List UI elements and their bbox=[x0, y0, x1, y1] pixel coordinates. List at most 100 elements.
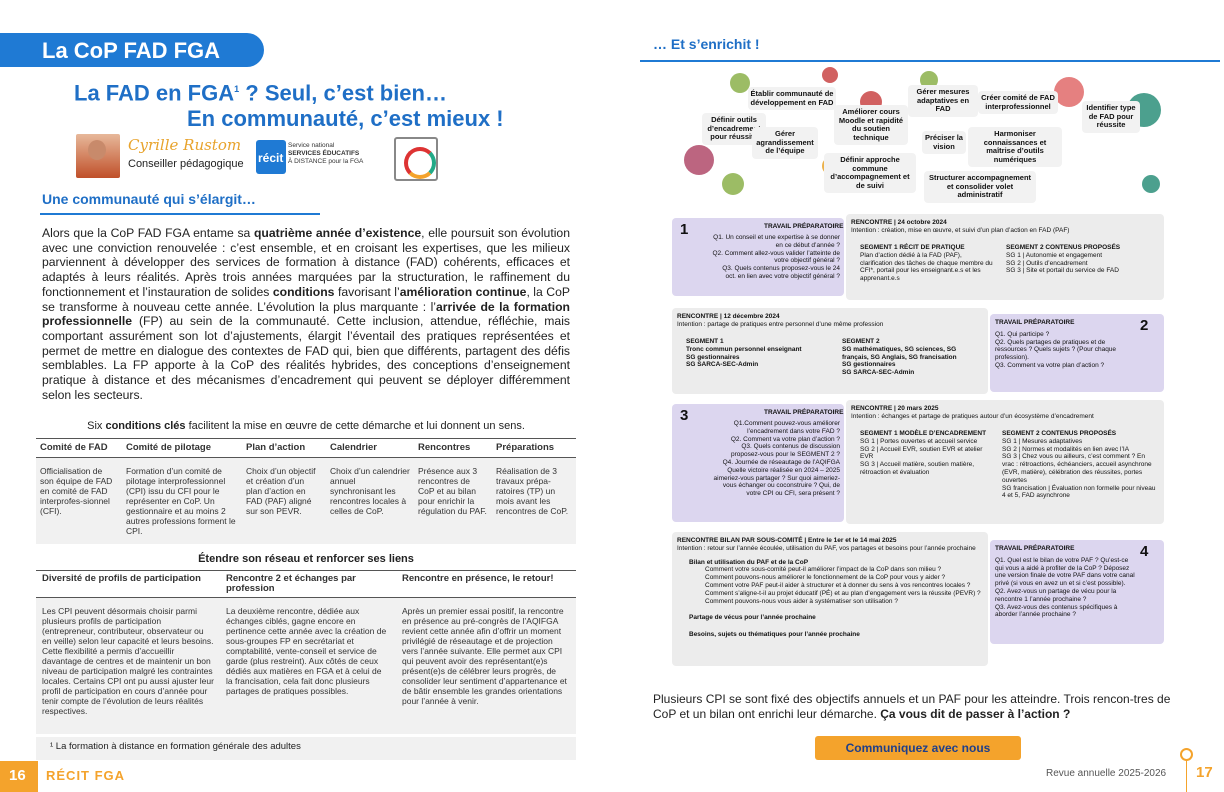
conditions-table: Comité de FAD Comité de pilotage Plan d’… bbox=[36, 438, 576, 544]
table-header: Rencontre 2 et échanges par profession bbox=[220, 570, 396, 598]
step-number: 1 bbox=[680, 221, 689, 238]
segment-title: SEGMENT 2 bbox=[842, 338, 880, 345]
cop-logo bbox=[394, 137, 438, 181]
bilan-item: Bilan et utilisation du PAF et de la CoP bbox=[689, 558, 809, 566]
segment-title: SEGMENT 1 MODÈLE D’ENCADREMENT bbox=[860, 430, 987, 437]
author-photo bbox=[76, 134, 120, 178]
prep-question: Q3. Comment va votre plan d’action ? bbox=[995, 361, 1105, 369]
table-cell: Formation d’un comité de pilotage interp… bbox=[122, 457, 242, 544]
prep-question: Q1.Comment pouvez-vous améliorer l’encad… bbox=[733, 420, 840, 435]
meeting-card-3: RENCONTRE | 20 mars 2025 Intention : éch… bbox=[846, 400, 1164, 524]
bilan-subitem: Comment votre sous-comité peut-il amélio… bbox=[705, 566, 942, 574]
prep-question: Q1. Un conseil et une expertise à se don… bbox=[713, 234, 840, 249]
map-bubble: Préciser la vision bbox=[922, 131, 966, 154]
segment-text: Plan d’action dédié à la FAD (PAF), clar… bbox=[860, 251, 993, 283]
footer-brand: RÉCIT FGA bbox=[46, 768, 126, 783]
bilan-item: Partage de vécus pour l’année prochaine bbox=[689, 614, 816, 622]
page-title: La FAD en FGA1 ? Seul, c’est bien… En co… bbox=[74, 80, 504, 132]
map-bubble: Identifier type de FAD pour réussite bbox=[1082, 101, 1140, 133]
map-bubble: Gérer mesures adaptatives en FAD bbox=[908, 85, 978, 117]
segment-item: SG 2 | Outils d’encadrement bbox=[1006, 259, 1088, 267]
prep-card-3: 3 TRAVAIL PRÉPARATOIRE Q1.Comment pouvez… bbox=[672, 404, 844, 522]
segment-item: SG gestionnaires bbox=[842, 361, 896, 369]
meeting-intent: Intention : échanges et partage de prati… bbox=[851, 412, 1094, 420]
table-cell: Officialisation de son équipe de FAD en … bbox=[36, 457, 122, 544]
table-cell: Choix d’un objectif et création d’un pla… bbox=[242, 457, 326, 544]
recit-logo: récit bbox=[256, 140, 286, 174]
map-bubble: Définir approche commune d’accompagnemen… bbox=[824, 153, 916, 193]
bilan-item: Besoins, sujets ou thématiques pour l’an… bbox=[689, 631, 860, 639]
segment-item: SG 1 | Autonomie et engagement bbox=[1006, 251, 1103, 259]
table-cell: Réalisation de 3 travaux prépa-ratoires … bbox=[492, 457, 576, 544]
author-signature: Cyrille Rustom bbox=[128, 136, 242, 154]
table-header: Calendrier bbox=[326, 438, 414, 458]
segment-item: SG 2 | Normes et modalités en lien avec … bbox=[1002, 445, 1130, 453]
prep-question: Q1. Qui participe ? bbox=[995, 330, 1050, 338]
table-header: Plan d’action bbox=[242, 438, 326, 458]
segment-item: SG 1 | Portes ouvertes et accueil servic… bbox=[860, 437, 978, 445]
prep-title: TRAVAIL PRÉPARATOIRE bbox=[995, 545, 1075, 552]
right-divider bbox=[640, 60, 1220, 62]
meeting-card-4: RENCONTRE BILAN PAR SOUS-COMITÉ | Entre … bbox=[672, 532, 988, 666]
segment-title: SEGMENT 2 CONTENUS PROPOSÉS bbox=[1002, 430, 1117, 437]
meeting-title: RENCONTRE | 24 octobre 2024 bbox=[851, 219, 947, 226]
subsection-heading: Étendre son réseau et renforcer ses lien… bbox=[198, 553, 414, 565]
footer-divider bbox=[1186, 760, 1187, 792]
segment-item: SG 3 | Site et portail du service de FAD bbox=[1006, 267, 1119, 275]
meeting-title: RENCONTRE BILAN PAR SOUS-COMITÉ | Entre … bbox=[677, 537, 897, 544]
table-header: Comité de pilotage bbox=[122, 438, 242, 458]
contact-button[interactable]: Communiquez avec nous bbox=[815, 736, 1021, 760]
prep-card-1: 1 TRAVAIL PRÉPARATOIRE Q1. Un conseil et… bbox=[672, 218, 844, 296]
section-heading: Une communauté qui s’élargit… bbox=[42, 191, 256, 207]
prep-title: TRAVAIL PRÉPARATOIRE bbox=[764, 223, 844, 230]
step-number: 4 bbox=[1140, 543, 1149, 560]
segment-item: SG 3 | Chez vous ou ailleurs, c’est comm… bbox=[1002, 453, 1152, 484]
table-cell: Les CPI peuvent désormais choisir parmi … bbox=[36, 597, 220, 734]
prep-question: Q3. Quels contenus de discussion propose… bbox=[731, 443, 840, 459]
prep-question: Q4. Journée de réseautage de l’AQIFGA Qu… bbox=[713, 458, 840, 498]
prep-question: Q3. Quels contenus proposez-vous le 24 o… bbox=[722, 265, 840, 280]
network-table: Diversité de profils de participation Re… bbox=[36, 570, 576, 734]
segment-item: SG gestionnaires bbox=[686, 353, 740, 361]
decor-dot bbox=[822, 67, 838, 83]
segment-title: SEGMENT 1 bbox=[686, 338, 724, 345]
meeting-intent: Intention : retour sur l’année écoulée, … bbox=[677, 544, 976, 552]
table-header: Rencontre en présence, le retour! bbox=[396, 570, 576, 598]
footer-revue: Revue annuelle 2025-2026 bbox=[1046, 768, 1167, 779]
bilan-subitem: Comment votre PAF peut-il aider à struct… bbox=[705, 581, 971, 589]
bilan-subitem: Comment pouvons-nous vous aider à systém… bbox=[705, 597, 898, 605]
segment-title: SEGMENT 2 CONTENUS PROPOSÉS bbox=[1006, 244, 1121, 251]
intro-paragraph: Alors que la CoP FAD FGA entame sa quatr… bbox=[42, 226, 570, 402]
segment-item: SG mathématiques, SG sciences, SG frança… bbox=[842, 345, 957, 361]
table-caption: Six conditions clés facilitent la mise e… bbox=[87, 420, 525, 432]
meeting-title: RENCONTRE | 20 mars 2025 bbox=[851, 405, 939, 412]
prep-card-2: TRAVAIL PRÉPARATOIRE 2 Q1. Qui participe… bbox=[990, 314, 1164, 392]
decor-dot bbox=[684, 145, 714, 175]
map-bubble: Créer comité de FAD interprofessionnel bbox=[978, 91, 1058, 114]
segment-title: SEGMENT 1 RÉCIT DE PRATIQUE bbox=[860, 244, 965, 251]
table-header: Préparations bbox=[492, 438, 576, 458]
table-header: Rencontres bbox=[414, 438, 492, 458]
concept-map: Établir communauté de développement en F… bbox=[672, 65, 1192, 215]
table-cell: Choix d’un calendrier annuel synchronisa… bbox=[326, 457, 414, 544]
meeting-intent: Intention : création, mise en œuvre, et … bbox=[851, 226, 1070, 234]
footnote: ¹ La formation à distance en formation g… bbox=[36, 737, 576, 760]
segment-item: SG francisation | Évaluation non formell… bbox=[1002, 484, 1156, 500]
segment-item: Tronc commun personnel enseignant bbox=[686, 345, 802, 353]
bilan-subitem: Comment pouvons-nous améliorer le foncti… bbox=[705, 574, 946, 582]
prep-title: TRAVAIL PRÉPARATOIRE bbox=[764, 409, 844, 416]
right-heading: … Et s’enrichit ! bbox=[653, 36, 760, 52]
footer-left: 16 RÉCIT FGA bbox=[0, 761, 600, 792]
decor-dot bbox=[920, 71, 938, 89]
prep-question: Q2. Comment allez-vous valider l’atteint… bbox=[712, 249, 840, 265]
segment-item: SG 3 | Accueil matière, soutien matière,… bbox=[860, 461, 975, 476]
prep-question: Q2. Comment va votre plan d’action ? bbox=[730, 435, 840, 443]
meeting-card-2: RENCONTRE | 12 décembre 2024 Intention :… bbox=[672, 308, 988, 394]
meeting-title: RENCONTRE | 12 décembre 2024 bbox=[677, 313, 780, 320]
segment-item: SG 2 | Accueil EVR, soutien EVR et ateli… bbox=[860, 445, 983, 461]
map-bubble: Établir communauté de développement en F… bbox=[748, 87, 836, 110]
decor-dot bbox=[730, 73, 750, 93]
section-tab: La CoP FAD FGA bbox=[0, 33, 264, 67]
table-cell: Présence aux 3 rencontres de CoP et au b… bbox=[414, 457, 492, 544]
